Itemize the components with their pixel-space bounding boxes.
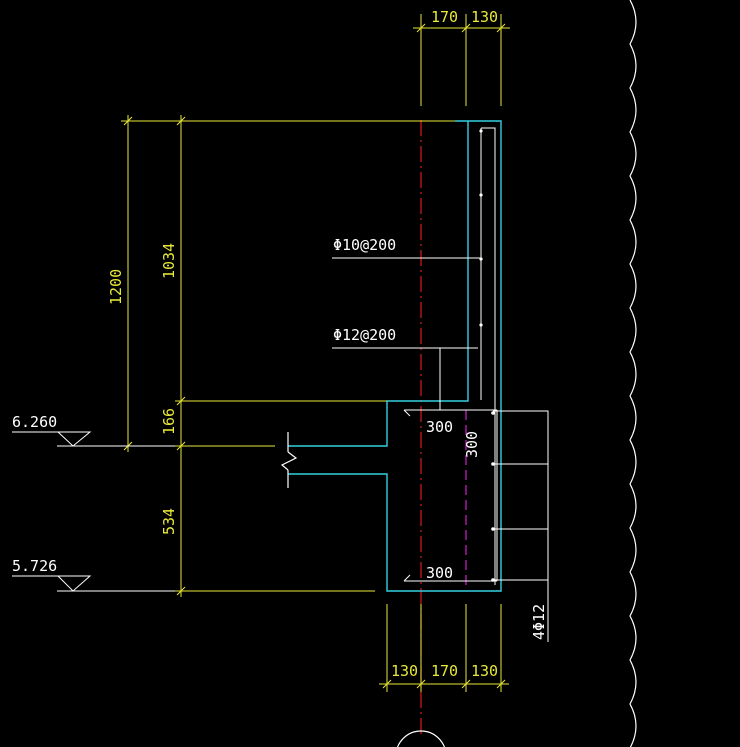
left-dim-middle: 166	[160, 408, 178, 435]
elevation-marker-lower	[12, 575, 175, 592]
break-line-symbol	[280, 432, 298, 488]
top-dim-2: 130	[471, 8, 498, 26]
reinforcement	[403, 127, 498, 585]
left-dim-total: 1200	[107, 269, 125, 305]
bottom-dimension-lines	[379, 604, 509, 692]
elevation-upper-label: 6.260	[12, 413, 57, 431]
revision-cloud-border	[629, 0, 637, 747]
left-dim-upper: 1034	[160, 243, 178, 279]
beam-bottom-width-label: 300	[426, 564, 453, 582]
top-dimension-lines	[413, 14, 510, 106]
longitudinal-rebar-label: 4Φ12	[530, 604, 548, 640]
bottom-dim-3: 130	[471, 662, 498, 680]
elevation-marker-upper	[12, 431, 175, 447]
axis-bubble	[397, 730, 445, 747]
leader-lines	[332, 257, 549, 642]
vertical-rebar	[481, 127, 496, 585]
bottom-dim-1: 130	[391, 662, 418, 680]
top-dim-1: 170	[431, 8, 458, 26]
left-dimension-lines	[121, 115, 455, 597]
beam-height-label: 300	[463, 431, 481, 458]
beam-top-width-label: 300	[426, 418, 453, 436]
elevation-lower-label: 5.726	[12, 557, 57, 575]
vertical-rebar-label: Φ12@200	[333, 326, 396, 344]
distribution-rebar-label: Φ10@200	[333, 236, 396, 254]
left-dim-lower: 534	[160, 508, 178, 535]
bottom-dim-2: 170	[431, 662, 458, 680]
